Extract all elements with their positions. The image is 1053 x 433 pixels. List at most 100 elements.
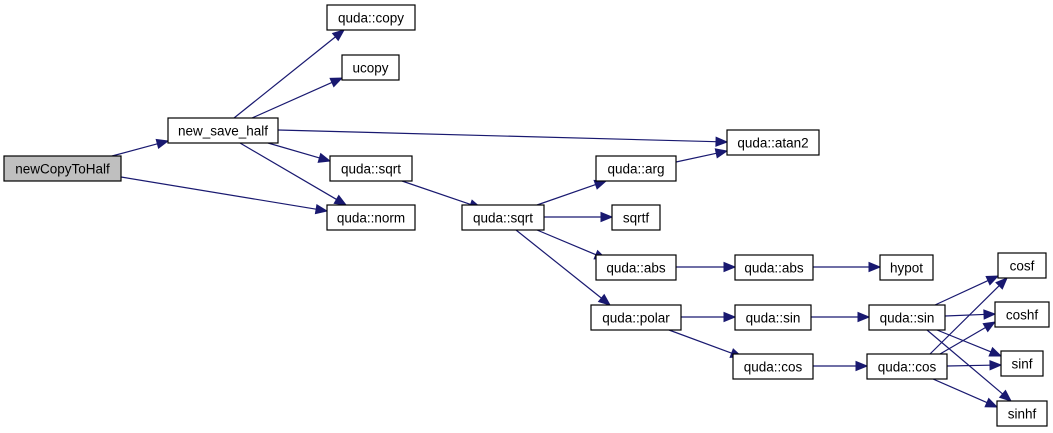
node-box[interactable] [326,204,416,231]
edge-line [936,329,992,353]
edge-line [233,36,336,119]
node-quda-sin-1[interactable]: quda::sin [734,304,812,331]
edge-line [926,329,1003,395]
edge-line [675,152,717,163]
edge-quda_cos_2-to-coshf [939,321,997,355]
edge-quda_sqrt_2-to-quda_arg [536,179,608,206]
edge-line [946,364,991,367]
node-box[interactable] [595,155,677,182]
node-label: quda::abs [744,261,804,276]
node-label: quda::copy [338,11,404,26]
node-label: quda::norm [337,211,405,226]
edge-line [515,229,602,299]
edge-quda_abs_1-to-quda_abs_2 [676,261,737,273]
edge-newCopyToHalf-to-quda_norm [120,176,329,215]
node-box[interactable] [595,254,677,281]
node-box[interactable] [994,301,1050,328]
node-label: quda::sqrt [473,211,533,226]
node-label: quda::cos [744,360,803,375]
node-label: quda::arg [607,162,664,177]
node-hypot[interactable]: hypot [879,254,934,281]
node-quda-polar[interactable]: quda::polar [590,304,682,331]
node-cosf[interactable]: cosf [997,252,1047,279]
node-label: sqrtf [623,211,650,226]
arrowhead-icon [333,194,348,206]
node-box[interactable] [734,304,812,331]
edge-quda_sin_2-to-sinf [936,329,1003,357]
arrowhead-icon [723,261,737,273]
arrowhead-icon [714,148,729,159]
node-quda-copy[interactable]: quda::copy [326,4,416,31]
nodes-layer: newCopyToHalf new_save_half quda::copyucop… [3,4,1050,427]
node-quda-abs-2[interactable]: quda::abs [734,254,814,281]
edge-line [944,313,985,317]
edge-line [536,184,596,206]
node-label: sinhf [1008,407,1037,422]
node-box[interactable] [1000,350,1044,377]
node-box[interactable] [326,4,416,31]
edge-quda_arg-to-quda_atan2 [675,148,729,163]
node-box[interactable] [3,155,122,182]
edge-new_save_half-to-quda_copy [233,29,346,119]
node-box[interactable] [732,353,814,380]
node-sqrtf[interactable]: sqrtf [611,204,661,231]
node-box[interactable] [341,54,400,81]
node-box[interactable] [866,353,948,380]
arrowhead-icon [600,211,614,223]
node-ucopy[interactable]: ucopy [341,54,400,81]
node-quda-cos-2[interactable]: quda::cos [866,353,948,380]
node-newCopyToHalf[interactable]: newCopyToHalf [3,155,122,182]
edge-newCopyToHalf-to-new_save_half [111,138,170,157]
edge-new_save_half-to-quda_sqrt_1 [267,142,332,163]
node-label: cosf [1010,259,1035,274]
node-quda-sqrt-1[interactable]: quda::sqrt [329,155,413,182]
arrowhead-icon [982,321,997,333]
arrowhead-icon [984,397,999,408]
edge-quda_cos_2-to-sinf [946,359,1003,371]
arrowhead-icon [857,311,871,323]
node-box[interactable] [734,254,814,281]
arrowhead-icon [983,309,997,320]
node-box[interactable] [329,155,413,182]
node-box[interactable] [879,254,934,281]
edge-line [239,142,337,200]
node-quda-norm[interactable]: quda::norm [326,204,416,231]
edge-quda_polar-to-quda_sin_1 [681,311,737,323]
node-label: quda::polar [602,311,670,326]
arrowhead-icon [317,152,332,163]
node-quda-cos-1[interactable]: quda::cos [732,353,814,380]
node-coshf[interactable]: coshf [994,301,1050,328]
node-quda-arg[interactable]: quda::arg [595,155,677,182]
arrowhead-icon [723,311,737,323]
node-label: newCopyToHalf [15,162,110,177]
node-label: quda::sin [880,311,935,326]
node-box[interactable] [167,117,279,144]
edge-new_save_half-to-ucopy [251,77,344,119]
node-label: ucopy [352,61,388,76]
node-sinf[interactable]: sinf [1000,350,1044,377]
edge-quda_sqrt_2-to-quda_polar [515,229,612,306]
node-label: coshf [1006,308,1039,323]
node-box[interactable] [868,304,946,331]
node-sinhf[interactable]: sinhf [996,400,1048,427]
node-quda-sin-2[interactable]: quda::sin [868,304,946,331]
edges-layer [111,29,1013,408]
node-box[interactable] [611,204,661,231]
node-label: quda::atan2 [737,136,808,151]
node-quda-atan2[interactable]: quda::atan2 [726,129,820,156]
node-box[interactable] [590,304,682,331]
arrowhead-icon [329,77,344,88]
node-quda-abs-1[interactable]: quda::abs [595,254,677,281]
node-quda-sqrt-2[interactable]: quda::sqrt [461,204,545,231]
edge-quda_cos_1-to-quda_cos_2 [813,360,869,372]
arrowhead-icon [715,136,729,147]
arrowhead-icon [998,389,1013,402]
node-box[interactable] [997,252,1047,279]
edge-quda_cos_2-to-sinhf [932,378,999,408]
node-box[interactable] [726,129,820,156]
node-new-save-half[interactable]: new_save_half [167,117,279,144]
node-box[interactable] [461,204,545,231]
edge-line [251,81,333,119]
node-box[interactable] [996,400,1048,427]
